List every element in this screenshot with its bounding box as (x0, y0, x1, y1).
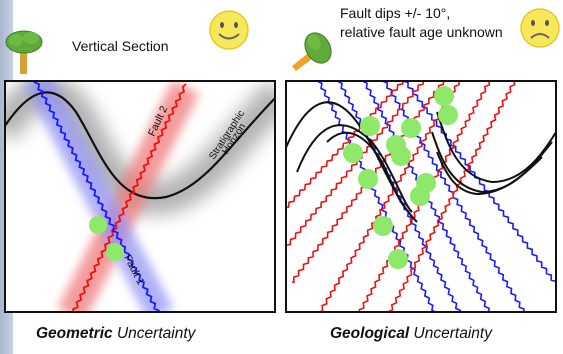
right-title-line2: relative fault age unknown (340, 24, 503, 40)
fault-2-realization (287, 82, 404, 209)
intersection-marker (106, 243, 124, 261)
geometric-uncertainty-diagram: Fault 2 Fault 1 Stratigraphic Horizon (6, 82, 274, 311)
intersection-marker (343, 143, 363, 163)
horizon-realization (326, 131, 406, 208)
fault-1-line (33, 82, 160, 311)
intersection-marker (438, 105, 458, 125)
geological-uncertainty-caption: Geological Uncertainty (330, 325, 492, 343)
intersection-marker (360, 116, 380, 136)
geometric-uncertainty-caption: Geometric Uncertainty (36, 325, 195, 343)
leaning-tree-icon (292, 32, 332, 71)
horizon-realization (436, 111, 555, 184)
intersection-marker (401, 118, 421, 138)
intersection-marker (391, 146, 411, 166)
geometric-uncertainty-panel: Fault 2 Fault 1 Stratigraphic Horizon (4, 80, 276, 313)
frowning-sun-icon (520, 8, 560, 48)
intersection-marker (373, 216, 393, 236)
fault-1-realization (317, 82, 436, 311)
caption-bold-word: Geometric (36, 325, 113, 342)
fault-1-realization (337, 82, 462, 311)
tree-icon (5, 30, 43, 74)
smiling-sun-icon (209, 10, 249, 50)
horizon-realization (296, 124, 413, 213)
caption-rest: Uncertainty (112, 325, 196, 342)
fault-2-realization (287, 82, 424, 246)
geological-uncertainty-diagram (287, 82, 555, 311)
fault-2-realization (388, 82, 516, 311)
intersection-marker (434, 86, 454, 106)
left-section-title: Vertical Section (72, 38, 169, 54)
fault-1-realization (403, 82, 555, 283)
intersection-marker (410, 186, 430, 206)
geological-uncertainty-panel (285, 80, 557, 313)
caption-bold-word: Geological (330, 325, 410, 342)
fault-1-realization (382, 82, 525, 311)
intersection-marker (89, 216, 107, 234)
right-title-line1: Fault dips +/- 10°, (340, 5, 451, 21)
intersection-marker (388, 249, 408, 269)
caption-rest: Uncertainty (409, 325, 492, 342)
intersection-marker (358, 169, 378, 189)
fault-2-line (71, 83, 187, 311)
horizon-realization (436, 151, 543, 196)
